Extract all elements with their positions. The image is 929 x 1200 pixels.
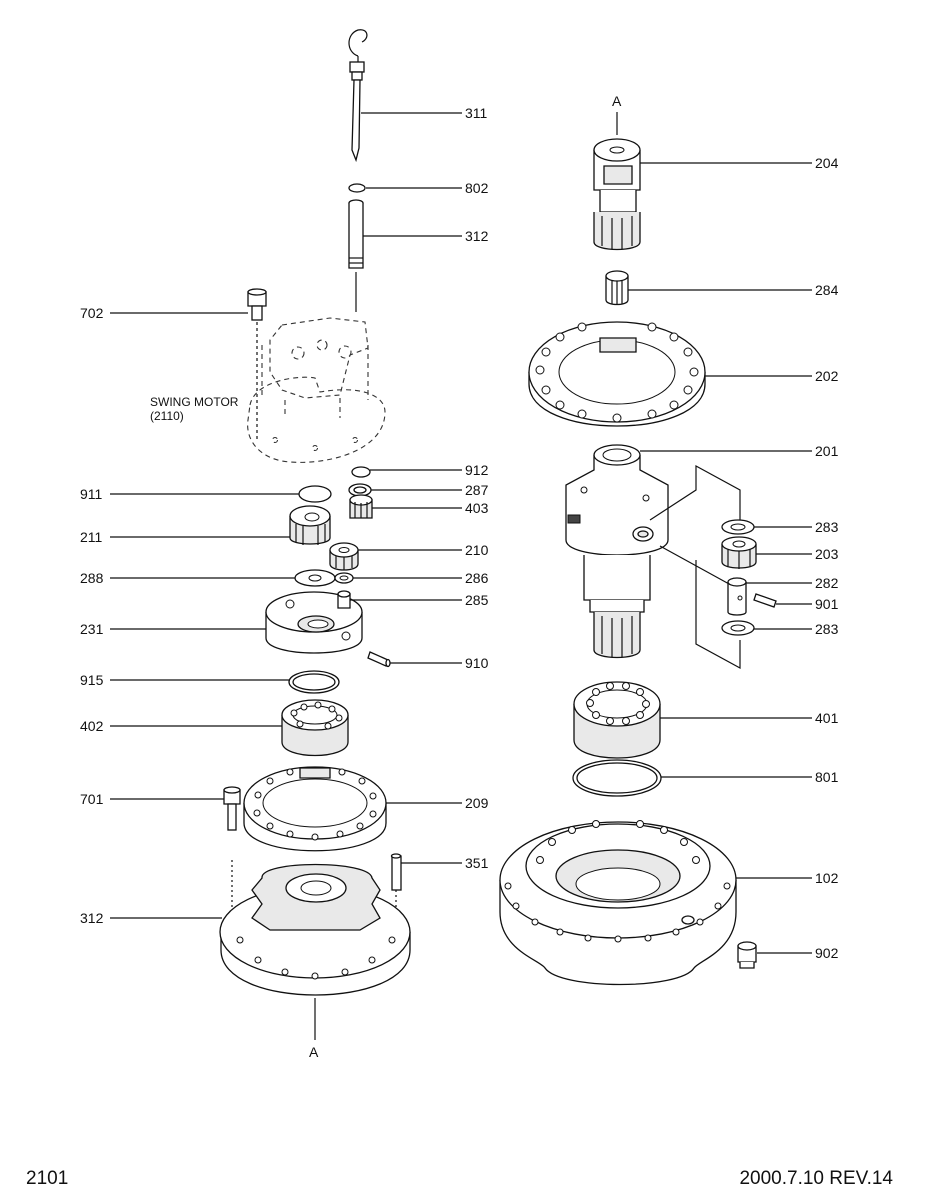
part-203-gear (721, 536, 757, 569)
callout-802: 802 (465, 180, 489, 196)
callout-282: 282 (815, 575, 839, 591)
part-211-gear (289, 505, 331, 545)
callouts-right-column: 204 284 202 201 283 203 282 901 283 401 … (815, 155, 839, 961)
callout-201: 201 (815, 443, 839, 459)
revision-date: 2000.7.10 REV.14 (739, 1168, 893, 1189)
callout-284: 284 (815, 282, 839, 298)
part-284-coupling (605, 270, 629, 306)
sub-assembly-bracket (649, 464, 741, 670)
callout-915: 915 (80, 672, 104, 688)
callout-286: 286 (465, 570, 489, 586)
callout-288: 288 (80, 570, 104, 586)
callout-287: 287 (465, 482, 489, 498)
view-marker-bottom: A (309, 1044, 319, 1060)
part-902-plug (737, 941, 757, 969)
part-911-snap-ring (298, 485, 332, 503)
callout-311: 311 (465, 105, 488, 121)
swing-motor-label-line1: SWING MOTOR (150, 395, 239, 409)
part-202-ring-gear (528, 321, 706, 427)
part-312-pipe (348, 199, 364, 312)
view-marker-top: A (612, 93, 622, 109)
part-401-bearing (573, 681, 661, 759)
part-282-pin (727, 577, 747, 616)
callout-209: 209 (465, 795, 489, 811)
callout-702: 702 (80, 305, 104, 321)
callout-203: 203 (815, 546, 839, 562)
leader-lines (110, 112, 812, 954)
callout-401: 401 (815, 710, 839, 726)
part-204-drive-gear (593, 112, 641, 251)
part-801-o-ring (572, 759, 662, 797)
part-210-gear (329, 542, 359, 571)
callout-901: 901 (815, 596, 839, 612)
callout-801: 801 (815, 769, 839, 785)
callout-402: 402 (80, 718, 104, 734)
callout-312-upper: 312 (465, 228, 489, 244)
part-283-washer-bottom (721, 620, 755, 636)
sheet-number: 2101 (26, 1168, 69, 1189)
callout-102: 102 (815, 870, 839, 886)
callout-912: 912 (465, 462, 489, 478)
callout-211: 211 (80, 529, 103, 545)
part-201-pinion-shaft (565, 444, 669, 659)
callout-351: 351 (465, 855, 489, 871)
part-915-ring (288, 670, 340, 694)
part-231-carrier (265, 590, 363, 654)
part-287-ring (348, 483, 372, 497)
part-102-casing (499, 820, 737, 986)
callout-283-bottom: 283 (815, 621, 839, 637)
part-283-washer-top (721, 519, 755, 535)
callout-285: 285 (465, 592, 489, 608)
part-286-washer (334, 572, 354, 584)
callout-283-top: 283 (815, 519, 839, 535)
callout-902: 902 (815, 945, 839, 961)
part-701-bolt (223, 786, 241, 920)
callout-231: 231 (80, 621, 104, 637)
part-912-snap-ring (351, 466, 371, 478)
part-288-washer (294, 569, 336, 587)
swing-motor-label-line2: (2110) (150, 409, 184, 423)
part-209-ring-gear (243, 766, 387, 852)
callout-701: 701 (80, 791, 104, 807)
part-702-bolt (247, 288, 267, 440)
swing-motor-phantom: SWING MOTOR (2110) (150, 317, 386, 463)
callout-403: 403 (465, 500, 489, 516)
part-910-pin (367, 651, 391, 668)
callout-910: 910 (465, 655, 489, 671)
callout-204: 204 (815, 155, 839, 171)
callouts-left-column-right-side: 311 802 312 912 287 403 210 286 285 910 … (465, 105, 489, 871)
part-901-spring-pin (753, 593, 777, 608)
part-802-o-ring (348, 183, 366, 193)
callout-210: 210 (465, 542, 489, 558)
callouts-left-column-left-side: 702 911 211 288 231 915 402 701 312 (80, 305, 104, 926)
part-403-needle-bearing (349, 494, 373, 519)
part-311-level-gauge (348, 29, 368, 163)
callout-312-lower: 312 (80, 910, 104, 926)
part-402-bearing (281, 699, 349, 757)
part-312-carrier-housing (219, 863, 411, 1040)
callout-911: 911 (80, 486, 103, 502)
callout-202: 202 (815, 368, 839, 384)
